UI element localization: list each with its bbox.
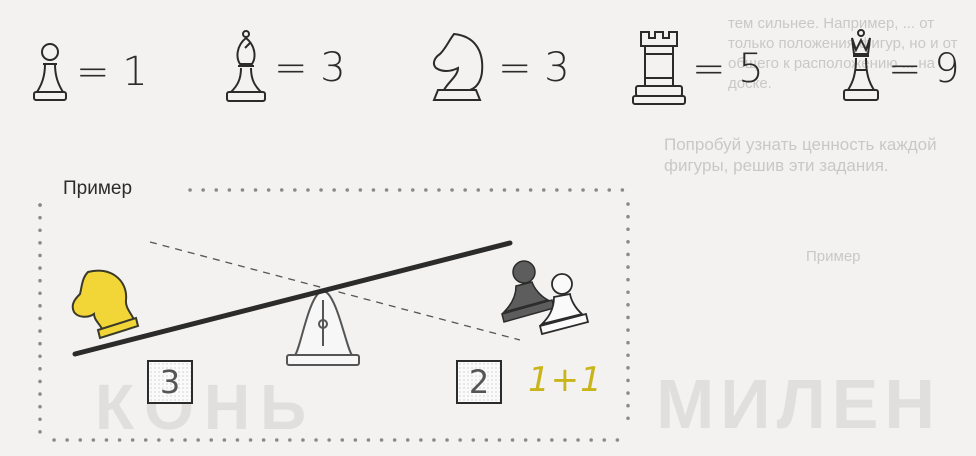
piece-values-row: = 1 = 3 = 3 — [0, 28, 976, 118]
pawn-icon — [33, 43, 67, 101]
piece-value-queen: = 9 — [838, 28, 960, 110]
bishop-value: = 3 — [274, 45, 346, 91]
scale-fulcrum — [286, 291, 360, 366]
knight-value: = 3 — [498, 45, 570, 91]
knight-icon — [432, 32, 484, 101]
background-word-left: КОНЬ — [95, 371, 317, 443]
piece-value-bishop: = 3 — [222, 28, 346, 108]
example-label: Пример — [63, 178, 133, 199]
background-word-right: МИЛЕН — [656, 365, 941, 443]
background-hint: Попробуй узнать ценность каждой фигуры, … — [664, 135, 937, 175]
pawn-value: = 1 — [76, 49, 148, 95]
piece-value-pawn: = 1 — [28, 36, 148, 108]
dotted-frame — [38, 188, 630, 442]
balance-reference-line — [149, 241, 521, 341]
left-pan-value-box: 3 — [147, 360, 193, 404]
background-paragraph: тем сильнее. Например, ... от только пол… — [728, 15, 958, 92]
rook-value: = 5 — [692, 46, 764, 92]
white-pawn-icon — [538, 273, 590, 336]
right-pan-value-box: 2 — [456, 360, 502, 404]
black-pawn-icon — [501, 260, 555, 323]
bishop-icon — [226, 30, 266, 102]
right-pan-sum: 1+1 — [528, 360, 603, 400]
background-example: Пример — [806, 248, 861, 265]
piece-value-rook: = 5 — [630, 28, 764, 110]
queen-value: = 9 — [888, 46, 960, 92]
rook-icon — [632, 31, 686, 105]
queen-icon — [843, 29, 879, 101]
yellow-knight-icon — [71, 269, 140, 340]
piece-value-knight: = 3 — [424, 28, 570, 108]
scale-beam — [72, 240, 513, 357]
